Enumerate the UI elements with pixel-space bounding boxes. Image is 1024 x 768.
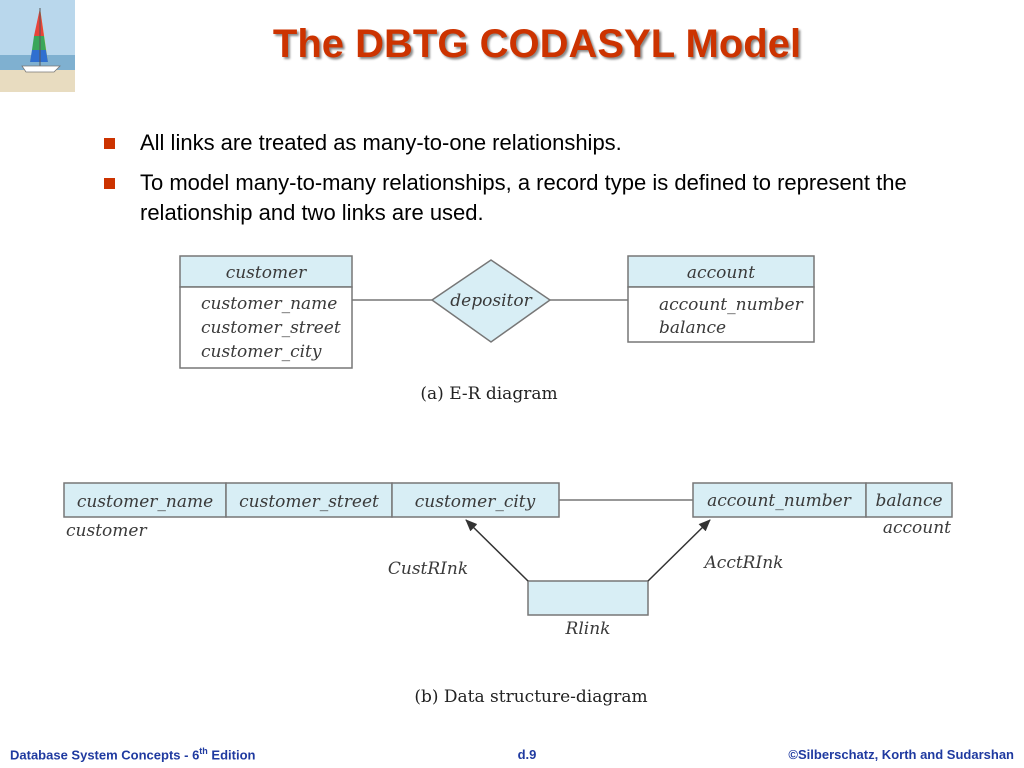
entity-name: account — [687, 263, 755, 283]
record-label: customer — [66, 521, 147, 541]
slide-title: The DBTG CODASYL Model — [272, 22, 802, 66]
relationship-diamond — [430, 259, 552, 343]
bullet-text: To model many-to-many relationships, a r… — [140, 170, 907, 225]
attribute: customer_city — [201, 342, 322, 362]
field-name: balance — [875, 491, 942, 511]
bullet-text: All links are treated as many-to-one rel… — [140, 130, 622, 155]
entity-account: account account_number balance — [627, 255, 815, 343]
record-field — [865, 482, 953, 518]
entity-name: customer — [226, 263, 307, 283]
bullet-item: All links are treated as many-to-one rel… — [104, 128, 964, 158]
relationship-depositor: depositor — [430, 259, 552, 343]
bullet-item: To model many-to-many relationships, a r… — [104, 168, 964, 228]
entity-body — [627, 286, 815, 343]
footer-book-title: Database System Concepts - 6th Edition — [10, 745, 256, 762]
link-label: CustRInk — [388, 559, 468, 579]
ds-caption: (b) Data structure-diagram — [414, 687, 647, 707]
link-arrow-left — [465, 519, 529, 582]
record-field — [692, 482, 867, 518]
bullet-list: All links are treated as many-to-one rel… — [104, 128, 964, 238]
footer-page-number: d.9 — [517, 747, 537, 762]
field-name: customer_name — [77, 492, 213, 512]
record-field — [225, 482, 393, 518]
field-name: account_number — [707, 491, 852, 511]
record-field — [391, 482, 560, 518]
record-label: Rlink — [565, 619, 611, 639]
record-field — [527, 580, 649, 616]
diagrams: customer customer_name customer_street c… — [63, 255, 953, 707]
entity-body — [179, 286, 353, 369]
footer-copyright: ©Silberschatz, Korth and Sudarshan — [788, 747, 1014, 762]
record-account: account_number balance account — [692, 482, 953, 538]
attribute: customer_name — [201, 294, 337, 314]
field-name: customer_street — [239, 492, 379, 512]
record-label: account — [883, 518, 951, 538]
entity-header — [627, 255, 815, 288]
entity-header — [179, 255, 353, 288]
attribute: customer_street — [201, 318, 341, 338]
link-arrow-right — [647, 519, 711, 582]
attribute: balance — [659, 318, 726, 338]
field-name: customer_city — [415, 492, 536, 512]
er-caption: (a) E-R diagram — [420, 384, 557, 404]
link-label: AcctRInk — [703, 553, 784, 573]
er-diagram: customer customer_name customer_street c… — [179, 255, 815, 404]
square-bullet-icon — [104, 178, 115, 189]
record-field — [63, 482, 227, 518]
square-bullet-icon — [104, 138, 115, 149]
record-customer: customer_name customer_street customer_c… — [63, 482, 560, 541]
entity-customer: customer customer_name customer_street c… — [179, 255, 353, 369]
relationship-name: depositor — [450, 291, 532, 311]
data-structure-diagram: customer_name customer_street customer_c… — [63, 482, 953, 707]
record-rlink: Rlink — [527, 580, 649, 639]
attribute: account_number — [659, 295, 804, 315]
sailboat-logo — [0, 0, 75, 92]
